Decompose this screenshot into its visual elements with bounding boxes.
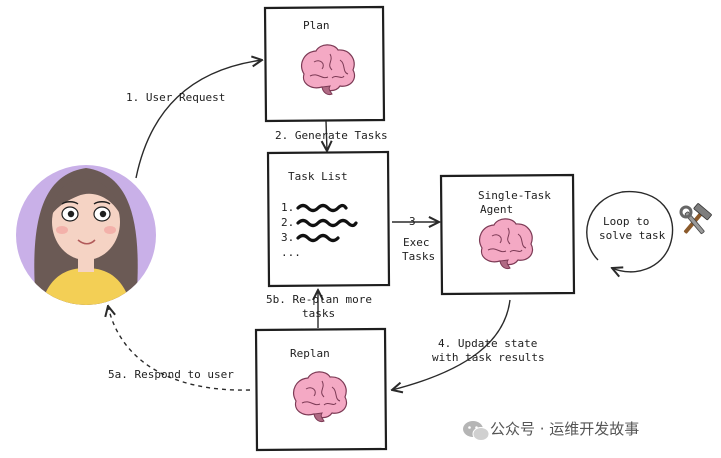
edge-label-update-line2: with task results: [432, 351, 545, 364]
edge-generate-tasks: 2. Generate Tasks: [275, 120, 388, 151]
task-item-scribble: [296, 233, 340, 243]
loop-label-line2: solve task: [599, 229, 666, 242]
task-list-title: Task List: [288, 170, 348, 183]
replan-title: Replan: [290, 347, 330, 360]
task-item-number: 1.: [281, 201, 294, 214]
wechat-icon: [463, 421, 490, 441]
loop-label-line1: Loop to: [603, 215, 649, 228]
edge-label-respond: 5a. Respond to user: [108, 368, 234, 381]
edge-label-exec-line2: Tasks: [402, 250, 435, 263]
task-item-scribble: [296, 218, 358, 228]
edge-exec-tasks: 3 Exec Tasks: [392, 215, 439, 263]
plan-node: Plan: [263, 5, 386, 123]
edge-label-generate-tasks: 2. Generate Tasks: [275, 129, 388, 142]
task-item-scribble: [296, 203, 348, 213]
hammer-wrench-icon: [679, 203, 712, 235]
replan-node: Replan: [254, 327, 388, 452]
watermark: 公众号 · 运维开发故事: [463, 420, 639, 441]
task-item-number: 2.: [281, 216, 294, 229]
edge-label-exec-line1: Exec: [403, 236, 430, 249]
edge-label-update-line1: 4. Update state: [438, 337, 537, 350]
edge-label-replan-line2: tasks: [302, 307, 335, 320]
plan-title: Plan: [303, 19, 330, 32]
loop-node: Loop to solve task: [586, 190, 674, 272]
agent-title-line2: Agent: [480, 203, 513, 216]
edge-respond-to-user: 5a. Respond to user: [108, 306, 251, 391]
user-avatar: [16, 165, 156, 305]
avatar-woman-icon: [16, 165, 156, 305]
edge-user-request: 1. User Request: [126, 60, 262, 179]
edge-replan-more-tasks: 5b. Re-plan more tasks: [266, 290, 372, 328]
edge-label-exec-number: 3: [409, 215, 416, 228]
single-task-agent-node: Single-Task Agent: [439, 173, 576, 296]
edge-update-state: 4. Update state with task results: [392, 299, 545, 390]
task-list-node: Task List 1. 2. 3. ...: [266, 150, 391, 288]
agent-title-line1: Single-Task: [478, 189, 551, 202]
watermark-text: 公众号 · 运维开发故事: [490, 420, 639, 438]
edge-label-user-request: 1. User Request: [126, 91, 225, 104]
task-item-number: ...: [281, 246, 301, 259]
edge-label-replan-line1: 5b. Re-plan more: [266, 293, 372, 306]
task-item-number: 3.: [281, 231, 294, 244]
